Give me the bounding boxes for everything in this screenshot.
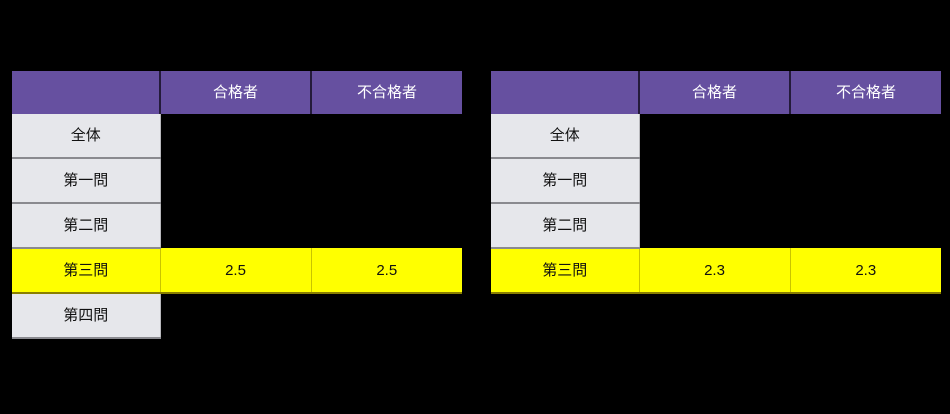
table-left-body: 全体 第一問 第二問 第三問 2.5 2.5	[12, 114, 462, 339]
value-cell-passers	[639, 203, 790, 248]
header-cell-non-passers: 不合格者	[311, 71, 462, 114]
table-row: 第二問	[12, 203, 462, 249]
score-table-left: 合格者 不合格者 全体 第一問 第二問	[12, 71, 462, 339]
table-row: 第一問	[12, 158, 462, 204]
value-cell-passers	[160, 114, 311, 158]
value-cell-passers	[160, 158, 311, 203]
value-cell-passers	[639, 114, 790, 158]
header-cell-passers: 合格者	[160, 71, 312, 114]
header-cell-corner	[12, 71, 161, 114]
table-row-highlighted: 第三問 2.3 2.3	[491, 248, 941, 294]
value-cell-non-passers	[311, 293, 462, 338]
value-cell-non-passers: 2.5	[311, 248, 462, 294]
header-cell-non-passers: 不合格者	[790, 71, 941, 114]
value-cell-passers	[160, 203, 311, 248]
score-table-left-grid: 合格者 不合格者 全体 第一問 第二問	[12, 71, 462, 339]
value-cell-non-passers	[311, 114, 462, 158]
row-label: 第三問	[12, 248, 161, 294]
score-table-right-grid: 合格者 不合格者 全体 第一問 第二問	[491, 71, 941, 294]
row-label: 第一問	[491, 158, 640, 204]
header-cell-corner	[491, 71, 640, 114]
table-row: 全体	[491, 114, 941, 159]
table-right-header: 合格者 不合格者	[491, 71, 941, 114]
value-cell-non-passers	[790, 114, 941, 158]
score-table-right: 合格者 不合格者 全体 第一問 第二問	[491, 71, 941, 294]
table-row: 全体	[12, 114, 462, 159]
row-label: 全体	[491, 114, 640, 159]
table-left-header: 合格者 不合格者	[12, 71, 462, 114]
row-label: 第一問	[12, 158, 161, 204]
value-cell-non-passers	[790, 203, 941, 248]
table-row: 第二問	[491, 203, 941, 249]
header-row: 合格者 不合格者	[12, 71, 462, 114]
value-cell-non-passers	[790, 158, 941, 203]
value-cell-passers	[639, 158, 790, 203]
row-label: 全体	[12, 114, 161, 159]
header-row: 合格者 不合格者	[491, 71, 941, 114]
value-cell-passers: 2.5	[160, 248, 312, 294]
table-row: 第四問	[12, 293, 462, 339]
value-cell-non-passers	[311, 158, 462, 203]
row-label: 第四問	[12, 293, 161, 339]
row-label: 第三問	[491, 248, 640, 294]
table-row: 第一問	[491, 158, 941, 204]
header-cell-passers: 合格者	[639, 71, 791, 114]
value-cell-passers: 2.3	[639, 248, 791, 294]
value-cell-non-passers: 2.3	[790, 248, 941, 294]
row-label: 第二問	[491, 203, 640, 249]
table-row-highlighted: 第三問 2.5 2.5	[12, 248, 462, 294]
value-cell-passers	[160, 293, 311, 338]
value-cell-non-passers	[311, 203, 462, 248]
table-right-body: 全体 第一問 第二問 第三問 2.3 2.3	[491, 114, 941, 294]
row-label: 第二問	[12, 203, 161, 249]
